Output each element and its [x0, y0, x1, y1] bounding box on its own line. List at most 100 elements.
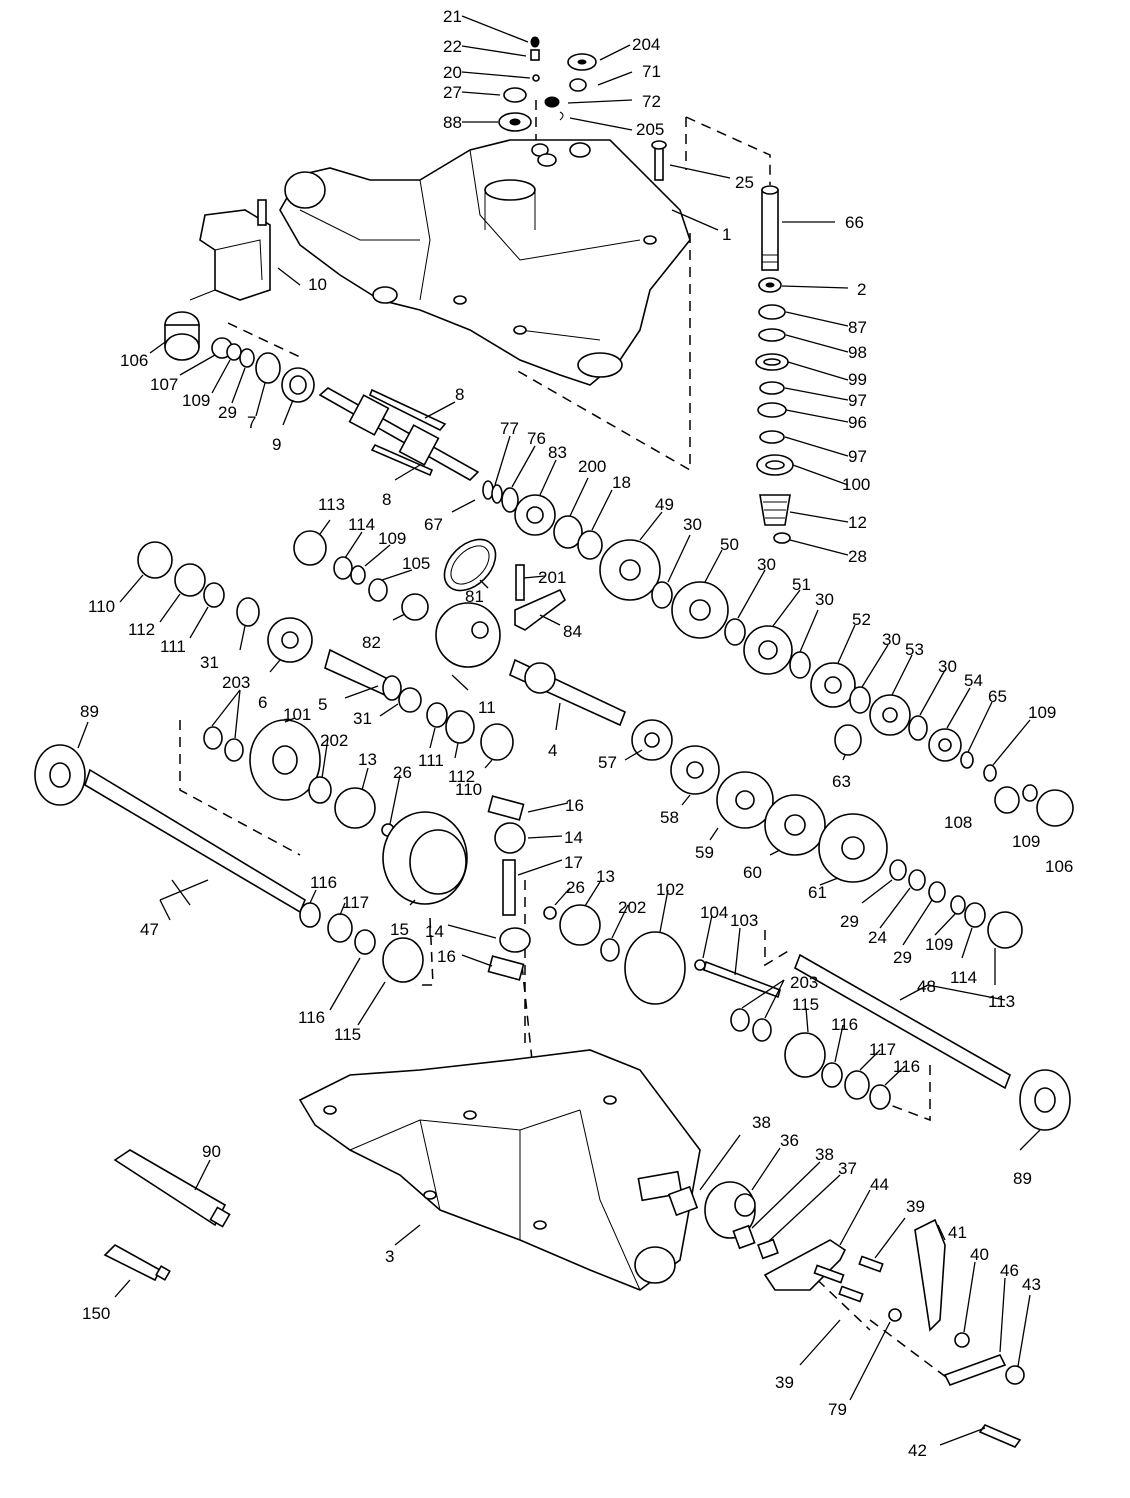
part-label-38: 38: [752, 1113, 771, 1132]
part-label-30: 30: [938, 657, 957, 676]
part-label-17: 17: [564, 853, 583, 872]
part-label-39: 39: [775, 1373, 794, 1392]
part-label-48: 48: [917, 977, 936, 996]
part-label-26: 26: [393, 763, 412, 782]
part-label-44: 44: [870, 1175, 889, 1194]
left-upper-bearings: [164, 311, 315, 403]
part-label-113: 113: [318, 495, 345, 514]
part-label-31: 31: [200, 653, 219, 672]
part-label-46: 46: [1000, 1261, 1019, 1280]
part-label-12: 12: [848, 513, 867, 532]
part-label-89: 89: [80, 702, 99, 721]
part-label-28: 28: [848, 547, 867, 566]
part-label-66: 66: [845, 213, 864, 232]
part-label-204: 204: [632, 35, 660, 54]
part-label-115: 115: [334, 1025, 361, 1044]
part-label-109: 109: [182, 391, 210, 410]
lower-housing: [298, 1049, 701, 1291]
part-label-117: 117: [342, 893, 369, 912]
part-label-30: 30: [815, 590, 834, 609]
part-label-8: 8: [382, 490, 391, 509]
part-label-67: 67: [424, 515, 443, 534]
part-label-202: 202: [320, 731, 348, 750]
part-label-88: 88: [443, 113, 462, 132]
part-label-87: 87: [848, 318, 867, 337]
part-label-203: 203: [790, 973, 818, 992]
part-label-58: 58: [660, 808, 679, 827]
part-label-79: 79: [828, 1400, 847, 1419]
part-label-13: 13: [358, 750, 377, 769]
part-label-30: 30: [882, 630, 901, 649]
part-label-40: 40: [970, 1245, 989, 1264]
part-label-9: 9: [272, 435, 281, 454]
part-label-113: 113: [988, 992, 1015, 1011]
part-label-83: 83: [548, 443, 567, 462]
part-label-10: 10: [308, 275, 327, 294]
part-label-27: 27: [443, 83, 462, 102]
part-label-90: 90: [202, 1142, 221, 1161]
part-label-105: 105: [402, 554, 430, 573]
part-label-201: 201: [538, 568, 566, 587]
part-label-203: 203: [222, 673, 250, 692]
part-label-30: 30: [683, 515, 702, 534]
part-label-106: 106: [120, 351, 148, 370]
part-label-6: 6: [258, 693, 267, 712]
part-label-65: 65: [988, 687, 1007, 706]
shift-bracket: [189, 199, 271, 301]
part-label-13: 13: [596, 867, 615, 886]
part-label-116: 116: [831, 1015, 858, 1034]
part-label-31: 31: [353, 709, 372, 728]
upper-housing: [279, 139, 691, 386]
part-label-1: 1: [722, 225, 731, 244]
part-label-7: 7: [247, 413, 256, 432]
part-label-205: 205: [636, 120, 664, 139]
part-label-109: 109: [1012, 832, 1040, 851]
part-label-37: 37: [838, 1159, 857, 1178]
part-label-38: 38: [815, 1145, 834, 1164]
part-label-200: 200: [578, 457, 606, 476]
part-label-22: 22: [443, 37, 462, 56]
part-label-51: 51: [792, 575, 811, 594]
part-label-18: 18: [612, 473, 631, 492]
part-label-114: 114: [950, 968, 977, 987]
part-label-4: 4: [548, 741, 557, 760]
part-label-89: 89: [1013, 1169, 1032, 1188]
part-label-96: 96: [848, 413, 867, 432]
part-label-16: 16: [437, 947, 456, 966]
part-label-21: 21: [443, 7, 462, 26]
part-label-77: 77: [500, 419, 519, 438]
part-label-81: 81: [465, 587, 484, 606]
part-label-52: 52: [852, 610, 871, 629]
part-label-26: 26: [566, 878, 585, 897]
part-label-150: 150: [82, 1304, 110, 1323]
part-label-47: 47: [140, 920, 159, 939]
part-label-50: 50: [720, 535, 739, 554]
part-label-49: 49: [655, 495, 674, 514]
part-label-30: 30: [757, 555, 776, 574]
part-label-72: 72: [642, 92, 661, 111]
part-label-76: 76: [527, 429, 546, 448]
part-label-84: 84: [563, 622, 582, 641]
part-label-99: 99: [848, 370, 867, 389]
part-label-54: 54: [964, 671, 983, 690]
part-label-8: 8: [455, 385, 464, 404]
part-label-112: 112: [128, 620, 155, 639]
part-label-11: 11: [478, 698, 496, 717]
center-gear-train: [137, 494, 627, 761]
input-shaft-stack: [755, 185, 794, 544]
part-label-2: 2: [857, 280, 866, 299]
part-label-29: 29: [218, 403, 237, 422]
part-label-116: 116: [310, 873, 337, 892]
part-label-101: 101: [283, 705, 311, 724]
part-label-104: 104: [700, 903, 728, 922]
part-label-42: 42: [908, 1441, 927, 1460]
part-label-25: 25: [735, 173, 754, 192]
part-label-111: 111: [160, 637, 186, 656]
part-label-5: 5: [318, 695, 327, 714]
part-label-116: 116: [298, 1008, 325, 1027]
part-label-112: 112: [448, 767, 475, 786]
part-label-59: 59: [695, 843, 714, 862]
part-label-117: 117: [869, 1040, 896, 1059]
part-label-36: 36: [780, 1131, 799, 1150]
